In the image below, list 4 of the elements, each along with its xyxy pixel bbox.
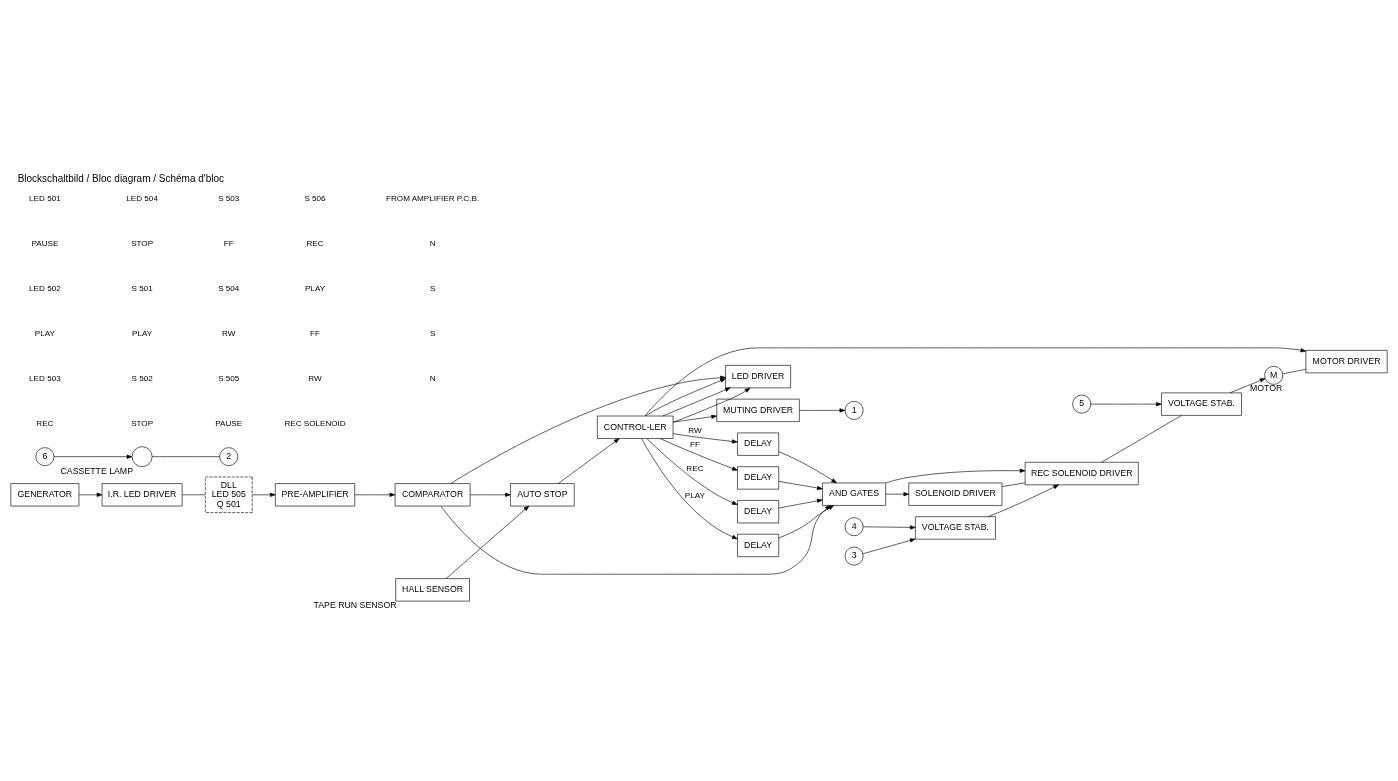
node-label: CASSETTE LAMP [60,465,134,476]
node-label: TAPE RUN SENSOR [313,599,397,610]
node-label: MOTOR [1249,382,1283,393]
diagram-title: Blockschaltbild / Bloc diagram / Schéma d'bloc [17,172,225,184]
